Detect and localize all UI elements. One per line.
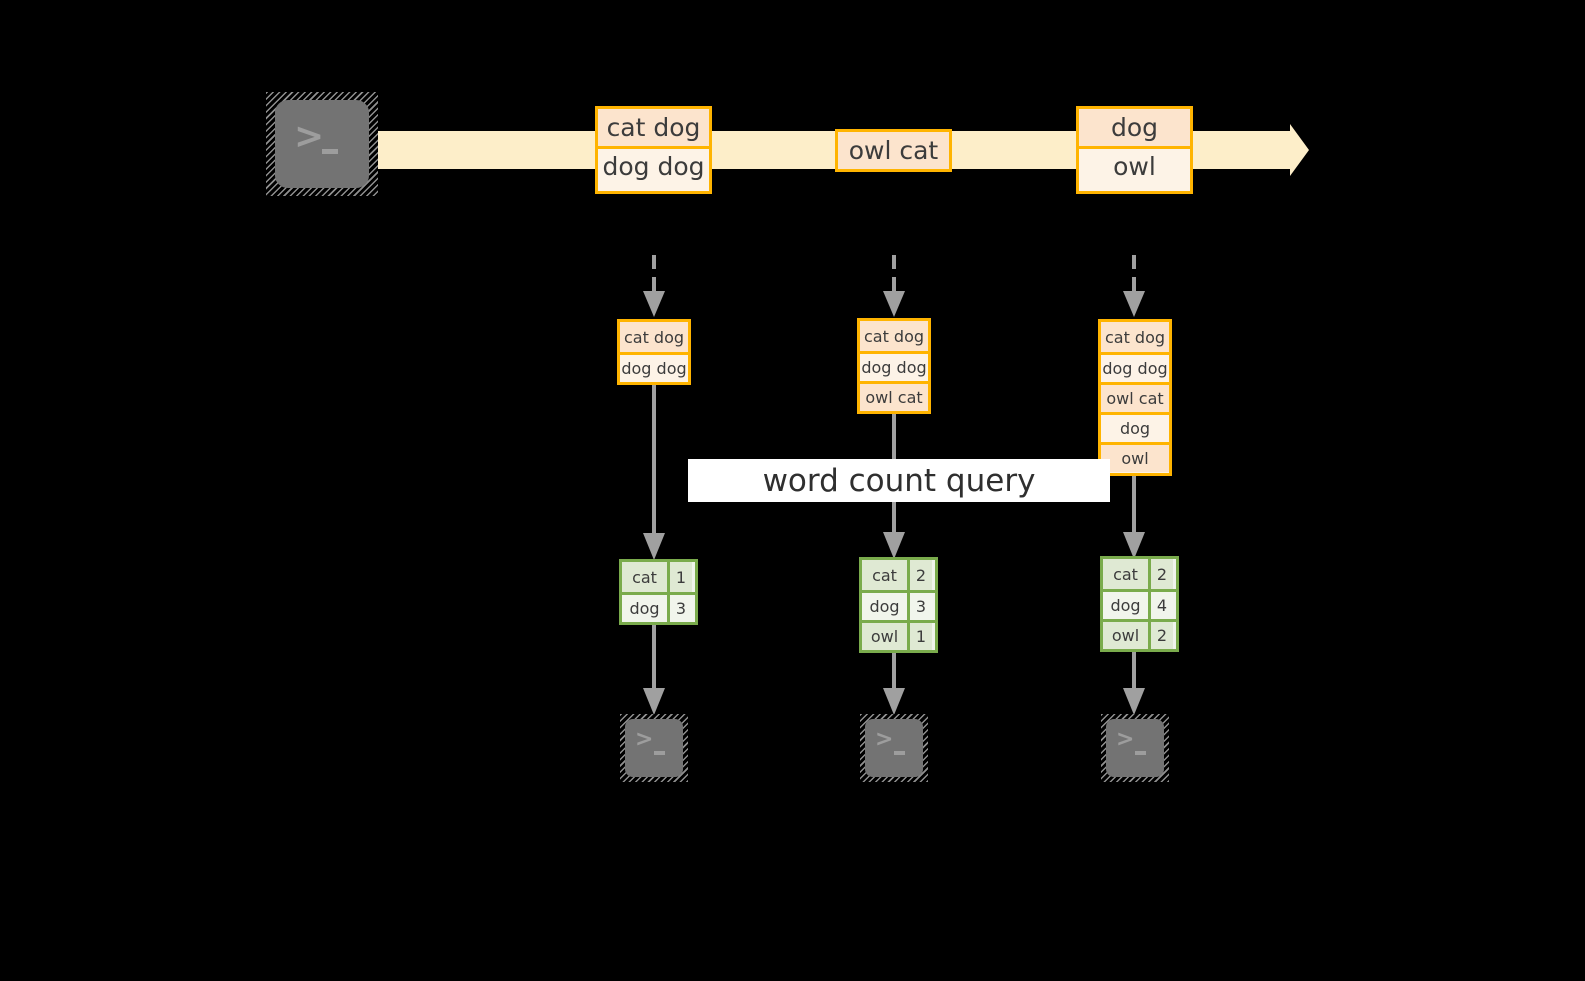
prompt-cursor-icon xyxy=(654,750,665,755)
result-word: owl xyxy=(1103,622,1148,649)
result-table-2[interactable]: cat 2 dog 3 owl 1 xyxy=(859,557,938,653)
sink-arrow-2 xyxy=(883,653,905,715)
prompt-chevron-icon: > xyxy=(294,116,325,158)
sink-terminal-icon-1[interactable]: > xyxy=(620,714,688,782)
terminal-face xyxy=(274,100,370,188)
input-line: owl cat xyxy=(1101,382,1169,412)
table-row: dog 3 xyxy=(862,590,935,620)
prompt-chevron-icon: > xyxy=(634,726,654,752)
input-line: cat dog xyxy=(1101,322,1169,352)
result-word: cat xyxy=(622,562,667,592)
result-count: 4 xyxy=(1148,592,1173,619)
result-word: owl xyxy=(862,623,907,650)
trigger-arrow-3 xyxy=(1123,255,1145,317)
prompt-cursor-icon xyxy=(894,750,905,755)
input-line: cat dog xyxy=(620,322,688,352)
result-word: dog xyxy=(1103,592,1148,619)
batch-line: owl xyxy=(1079,146,1190,183)
input-line: dog dog xyxy=(860,351,928,381)
result-count: 2 xyxy=(1148,559,1173,589)
result-word: cat xyxy=(1103,559,1148,589)
result-count: 2 xyxy=(907,560,932,590)
result-count: 2 xyxy=(1148,622,1173,649)
terminal-face xyxy=(625,719,683,777)
result-count: 3 xyxy=(667,595,692,622)
trigger-arrow-1 xyxy=(643,255,665,317)
query-arrow-1 xyxy=(643,385,665,560)
table-row: dog 3 xyxy=(622,592,695,622)
sink-arrow-3 xyxy=(1123,652,1145,715)
sink-arrow-1 xyxy=(643,625,665,715)
sink-terminal-icon-3[interactable]: > xyxy=(1101,714,1169,782)
timeline-arrowhead xyxy=(1290,124,1309,176)
source-terminal-icon[interactable]: > xyxy=(266,92,378,196)
timeline-batch-3[interactable]: dog owl xyxy=(1076,106,1193,194)
accumulated-input-2[interactable]: cat dog dog dog owl cat xyxy=(857,318,931,414)
batch-line: dog xyxy=(1079,109,1190,146)
terminal-face xyxy=(865,719,923,777)
trigger-arrow-2 xyxy=(883,255,905,317)
batch-line: owl cat xyxy=(838,132,949,169)
input-line: owl cat xyxy=(860,381,928,411)
table-row: dog 4 xyxy=(1103,589,1176,619)
input-line: cat dog xyxy=(860,321,928,351)
table-row: owl 1 xyxy=(862,620,935,650)
result-word: dog xyxy=(862,593,907,620)
result-word: cat xyxy=(862,560,907,590)
query-arrow-3 xyxy=(1123,476,1145,559)
table-row: cat 1 xyxy=(622,562,695,592)
prompt-cursor-icon xyxy=(322,149,338,155)
accumulated-input-3[interactable]: cat dog dog dog owl cat dog owl xyxy=(1098,319,1172,476)
batch-line: dog dog xyxy=(598,146,709,183)
input-line: dog xyxy=(1101,412,1169,442)
timeline-batch-1[interactable]: cat dog dog dog xyxy=(595,106,712,194)
prompt-chevron-icon: > xyxy=(1115,726,1135,752)
input-line: dog dog xyxy=(1101,352,1169,382)
query-label-text: word count query xyxy=(762,462,1036,499)
prompt-cursor-icon xyxy=(1135,750,1146,755)
result-table-3[interactable]: cat 2 dog 4 owl 2 xyxy=(1100,556,1179,652)
result-word: dog xyxy=(622,595,667,622)
sink-terminal-icon-2[interactable]: > xyxy=(860,714,928,782)
result-count: 1 xyxy=(907,623,932,650)
input-line: dog dog xyxy=(620,352,688,382)
batch-line: cat dog xyxy=(598,109,709,146)
terminal-face xyxy=(1106,719,1164,777)
table-row: cat 2 xyxy=(1103,559,1176,589)
table-row: owl 2 xyxy=(1103,619,1176,649)
result-count: 1 xyxy=(667,562,692,592)
result-table-1[interactable]: cat 1 dog 3 xyxy=(619,559,698,625)
accumulated-input-1[interactable]: cat dog dog dog xyxy=(617,319,691,385)
table-row: cat 2 xyxy=(862,560,935,590)
query-label-band: word count query xyxy=(688,459,1110,502)
input-line: owl xyxy=(1101,442,1169,472)
result-count: 3 xyxy=(907,593,932,620)
prompt-chevron-icon: > xyxy=(874,726,894,752)
timeline-batch-2[interactable]: owl cat xyxy=(835,129,952,172)
